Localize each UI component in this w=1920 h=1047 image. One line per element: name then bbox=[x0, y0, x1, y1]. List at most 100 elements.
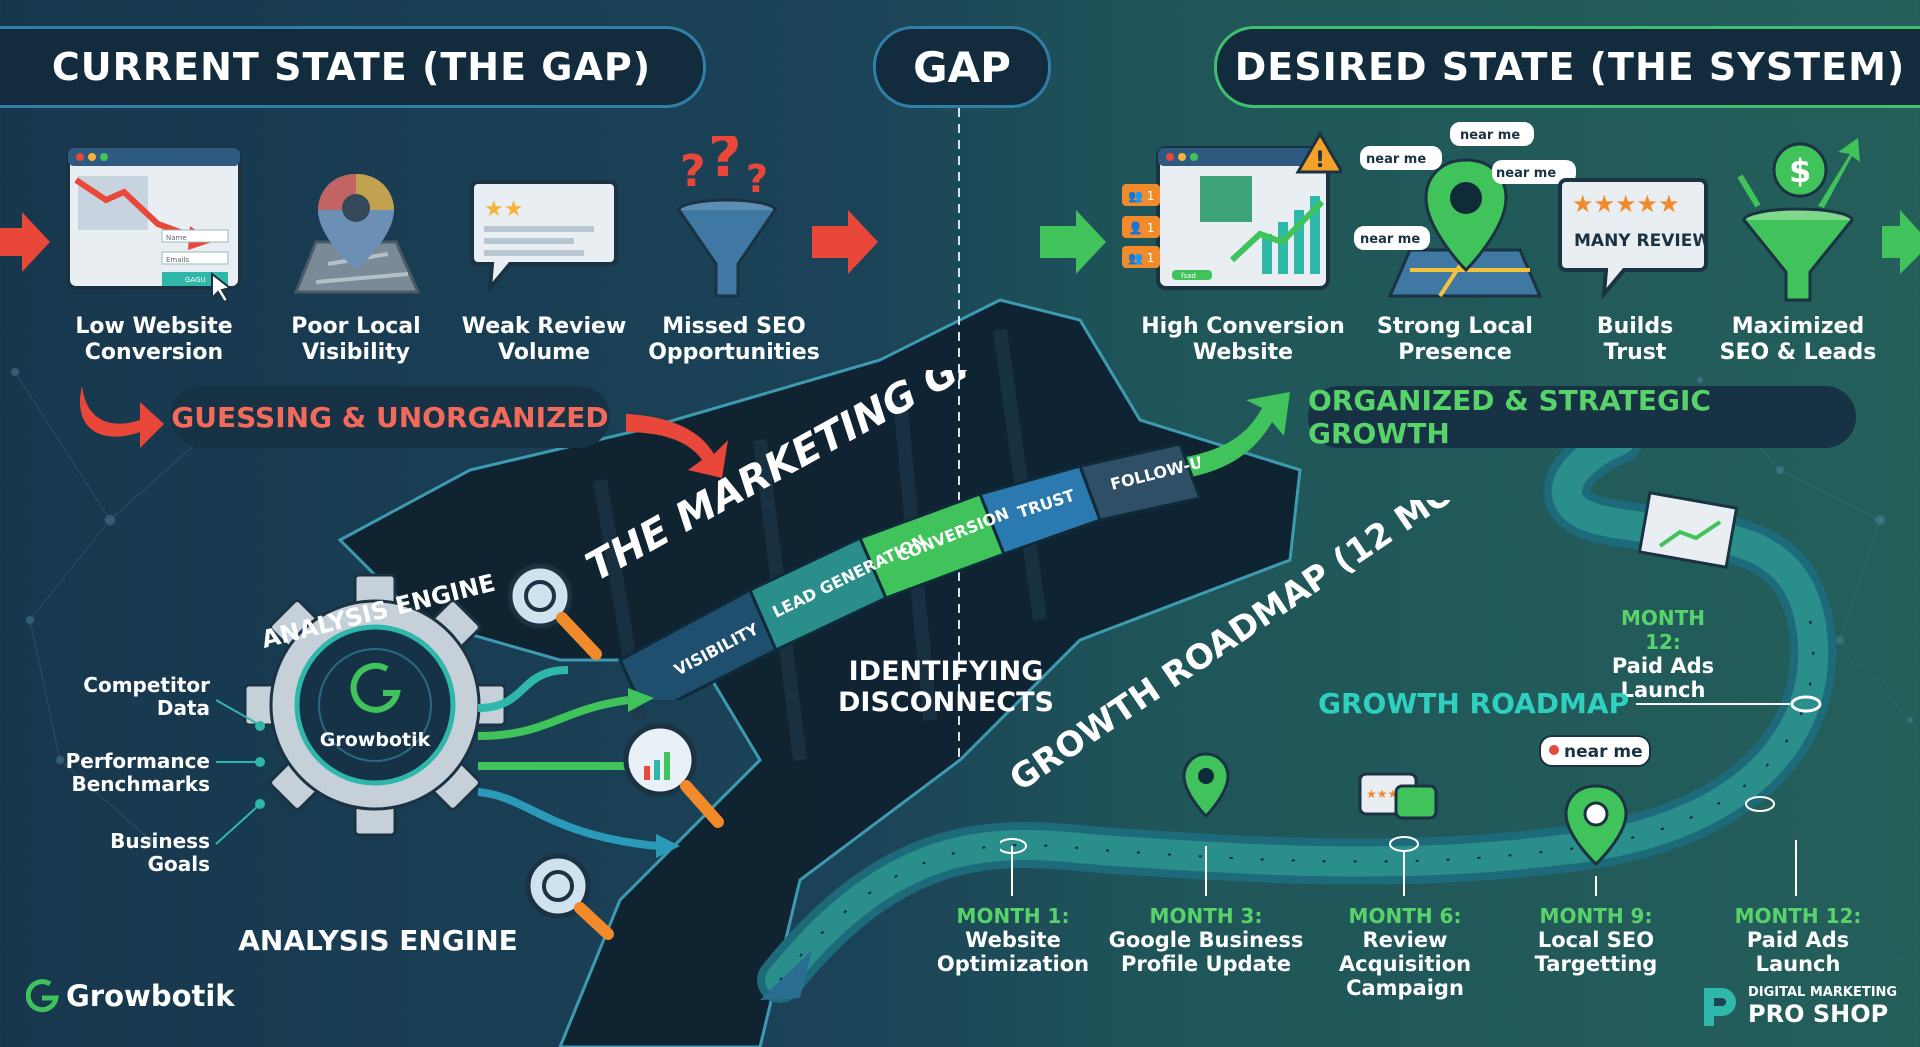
gear-brand: Growbotik bbox=[320, 729, 431, 751]
milestone-month-3-line-2: Profile Update bbox=[1120, 952, 1292, 976]
roadmap-top-line-2: Launch bbox=[1620, 678, 1706, 702]
milestone-month-3-title: MONTH 3: bbox=[1149, 904, 1263, 928]
milestone-month-12-title: MONTH 12: bbox=[1734, 904, 1862, 928]
svg-text:★★: ★★ bbox=[484, 197, 523, 222]
growbotik-logo-icon bbox=[26, 979, 59, 1013]
local-presence-icon: near me near me near me near me bbox=[1354, 122, 1576, 298]
analysis-engine-gear: Growbotik bbox=[243, 573, 507, 837]
analysis-engine-bottom-title: ANALYSIS ENGINE bbox=[238, 924, 518, 957]
svg-text:?: ? bbox=[746, 157, 768, 201]
roadmap-top-month: MONTH 12: bbox=[1620, 606, 1706, 654]
input-competitor-data: Competitor Data bbox=[70, 674, 210, 720]
tagline-guessing-text: GUESSING & UNORGANIZED bbox=[171, 400, 609, 434]
milestone-month-1: MONTH 1: Website Optimization bbox=[928, 904, 1098, 976]
review-bubble-icon: ★★ bbox=[470, 180, 618, 295]
roadmap-markers: ★★★★ near me bbox=[1000, 491, 1822, 867]
bridge-steps bbox=[618, 442, 1200, 700]
growth-roadmap-label: GROWTH ROADMAP bbox=[1318, 687, 1630, 720]
mockup-email-field: Emails bbox=[166, 256, 189, 264]
caption-builds-trust: Builds Trust bbox=[1596, 314, 1674, 365]
analysis-engine-arc-title: ANALYSIS ENGINE bbox=[259, 574, 498, 654]
desired-state-header: DESIRED STATE (THE SYSTEM) bbox=[1214, 26, 1920, 108]
analysis-output-arrows bbox=[477, 563, 724, 940]
growbotik-logo: Growbotik bbox=[26, 978, 235, 1014]
caption-high-conversion: High Conversion Website bbox=[1141, 314, 1345, 365]
svg-text:★★★★★: ★★★★★ bbox=[1572, 190, 1680, 218]
arrow-out-right-icon bbox=[1882, 210, 1920, 274]
arrow-in-desired-icon bbox=[1040, 210, 1106, 274]
tagline-organized: ORGANIZED & STRATEGIC GROWTH bbox=[1308, 384, 1856, 450]
milestone-month-9: MONTH 9: Local SEO Targetting bbox=[1516, 904, 1676, 976]
near-me-bubble-2: near me bbox=[1460, 128, 1520, 143]
milestone-month-6-line-1: Review bbox=[1362, 928, 1448, 952]
near-me-bubble-4: near me bbox=[1360, 232, 1420, 247]
milestone-month-1-line-1: Website bbox=[965, 928, 1061, 952]
magnifier-search-icon bbox=[507, 563, 602, 660]
arrow-out-current-icon bbox=[812, 210, 878, 274]
milestone-month-3-line-1: Google Business bbox=[1108, 928, 1304, 952]
magnifier-chart-icon bbox=[623, 723, 724, 828]
arrow-up-bridge-icon bbox=[1180, 392, 1290, 478]
input-business-line-2: Goals bbox=[147, 852, 210, 876]
caption-strong-local: Strong Local Presence bbox=[1377, 314, 1533, 365]
identifying-line-2: DISCONNECTS bbox=[838, 687, 1054, 718]
identifying-disconnects: IDENTIFYING DISCONNECTS bbox=[814, 656, 1078, 718]
pro-shop-top-text: DIGITAL MARKETING bbox=[1748, 984, 1898, 1000]
desired-state-title: DESIRED STATE (THE SYSTEM) bbox=[1234, 45, 1906, 89]
milestone-month-9-title: MONTH 9: bbox=[1539, 904, 1653, 928]
analysis-connectors bbox=[215, 699, 265, 845]
many-reviews-text: MANY REVIEWS bbox=[1574, 231, 1708, 251]
roadmap-near-me-text: near me bbox=[1564, 742, 1643, 762]
svg-text:👥 1: 👥 1 bbox=[1128, 251, 1154, 265]
growth-roadmap-arc-title: GROWTH ROADMAP (12 MONTHS) bbox=[1003, 500, 1562, 799]
milestone-month-12-line-2: Launch bbox=[1755, 952, 1841, 976]
map-pin-icon bbox=[293, 174, 421, 294]
caption-missed-seo: Missed SEO Opportunities bbox=[648, 314, 820, 365]
pro-shop-bottom-text: PRO SHOP bbox=[1748, 999, 1889, 1028]
input-performance-line-1: Performance bbox=[65, 749, 210, 773]
website-growth-icon: fsad 👥 1 👤 1 👥 1 ! bbox=[1122, 131, 1342, 290]
mockup-name-field: Name bbox=[166, 234, 187, 242]
gap-title: GAP bbox=[913, 42, 1011, 92]
arrow-curve-left-icon bbox=[79, 386, 164, 448]
svg-text:👥 1: 👥 1 bbox=[1128, 189, 1154, 203]
current-state-title: CURRENT STATE (THE GAP) bbox=[51, 45, 652, 89]
input-competitor-line-2: Data bbox=[156, 696, 210, 720]
gap-header: GAP bbox=[873, 26, 1051, 108]
roadmap-top-milestone: MONTH 12: Paid Ads Launch bbox=[1600, 606, 1726, 702]
milestone-month-1-line-2: Optimization bbox=[936, 952, 1090, 976]
roadmap-pin-month3-icon bbox=[1182, 752, 1230, 819]
input-performance-line-2: Benchmarks bbox=[71, 772, 210, 796]
funnel-question-icon: ? ? ? bbox=[677, 136, 777, 298]
milestone-leader-lines bbox=[1011, 840, 1797, 896]
milestone-month-3: MONTH 3: Google Business Profile Update bbox=[1106, 904, 1306, 976]
milestone-month-1-title: MONTH 1: bbox=[956, 904, 1070, 928]
milestone-month-12-line-1: Paid Ads bbox=[1746, 928, 1850, 952]
arrow-curve-mid-icon bbox=[626, 414, 728, 478]
milestone-month-6: MONTH 6: Review Acquisition Campaign bbox=[1330, 904, 1480, 1000]
roadmap-chart-sign-icon bbox=[1637, 491, 1739, 569]
pro-shop-logo-icon bbox=[1704, 988, 1736, 1026]
input-competitor-line-1: Competitor bbox=[83, 673, 210, 697]
input-business-goals: Business Goals bbox=[70, 830, 210, 876]
milestone-month-6-line-3: Campaign bbox=[1346, 976, 1464, 1000]
roadmap-near-me-pin-icon: near me bbox=[1539, 735, 1651, 867]
input-business-line-1: Business bbox=[110, 829, 210, 853]
marketing-gap-graphic: THE MARKETING GAP VISIBILITY LEAD GENERA… bbox=[579, 370, 1200, 700]
many-reviews-icon: ★★★★★ MANY REVIEWS bbox=[1558, 178, 1708, 298]
milestone-month-12: MONTH 12: Paid Ads Launch bbox=[1728, 904, 1868, 976]
milestone-month-9-line-1: Local SEO bbox=[1537, 928, 1655, 952]
svg-text:👤 1: 👤 1 bbox=[1128, 221, 1154, 235]
caption-poor-local-visibility: Poor Local Visibility bbox=[291, 314, 421, 365]
svg-text:!: ! bbox=[1315, 148, 1325, 173]
magnifier-small-icon bbox=[525, 853, 614, 940]
tagline-organized-text: ORGANIZED & STRATEGIC GROWTH bbox=[1308, 384, 1711, 450]
funnel-dollar-icon: $ bbox=[1737, 138, 1860, 302]
svg-text:?: ? bbox=[708, 136, 742, 190]
mockup-cta-text: fsad bbox=[1181, 272, 1196, 280]
tagline-guessing: GUESSING & UNORGANIZED bbox=[170, 386, 610, 448]
identifying-line-1: IDENTIFYING bbox=[848, 656, 1044, 687]
growbotik-logo-text: Growbotik bbox=[66, 979, 235, 1013]
near-me-bubble-1: near me bbox=[1366, 152, 1426, 167]
milestone-month-6-line-2: Acquisition bbox=[1338, 952, 1472, 976]
